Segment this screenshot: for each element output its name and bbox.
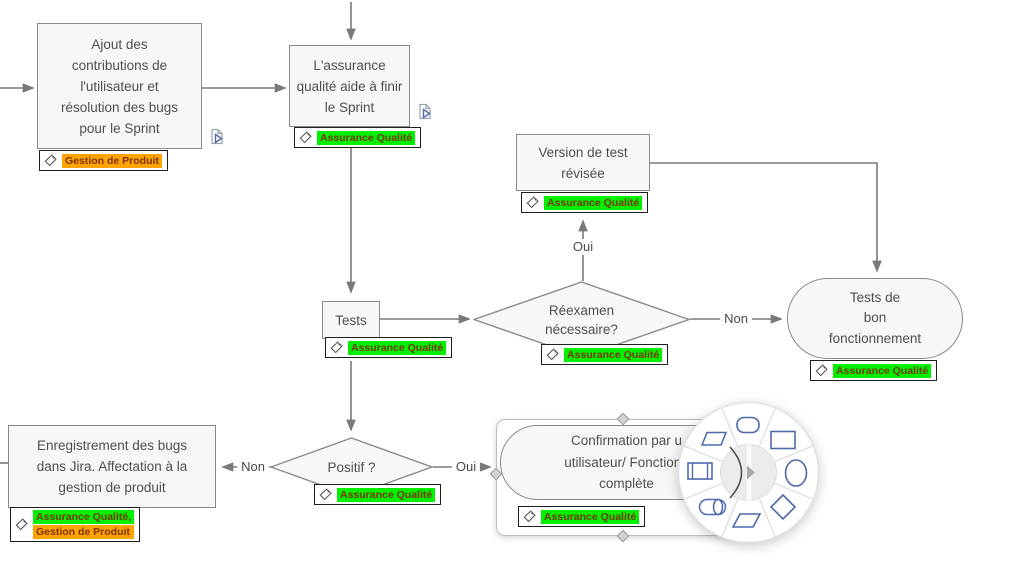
tag-chip-gestion-produit[interactable]: Gestion de Produit [39,150,168,171]
edge-label-non: Non [720,311,752,327]
tag-chip-assurance-qualite[interactable]: Assurance Qualité [810,360,938,381]
tag-chip-assurance-qualite[interactable]: Assurance Qualité [521,192,649,213]
node-label: L'assurance qualité aide à finir le Spri… [296,57,403,115]
quickshape-predefined-process-icon[interactable] [684,459,716,484]
tag-chip-assurance-qualite[interactable]: Assurance Qualité [541,344,669,365]
node-label-line: fonctionnement [828,330,922,346]
tag-chip-assurance-qualite[interactable]: Assurance Qualité [518,506,646,527]
quickshape-rounded-rectangle-icon[interactable] [733,413,763,437]
radial-menu-wheel [677,401,820,544]
node-tests[interactable]: Tests [322,301,380,339]
quickshape-ellipse-icon[interactable] [781,457,811,489]
node-label-line: Tests de [849,289,901,305]
tag-chip-assurance-qualite[interactable]: Assurance Qualité [325,337,453,358]
tag-label: Assurance Qualité [317,130,416,145]
tag-label: Assurance Qualité, [33,510,135,524]
tag-chip-assurance-gestion[interactable]: Assurance Qualité, Gestion de Produit [10,507,141,542]
quickshape-parallelogram-icon[interactable] [732,511,762,531]
quickshape-diamond-icon[interactable] [769,493,797,521]
tag-icon [815,364,828,377]
tag-label: Assurance Qualité [337,487,436,502]
node-assurance-sprint[interactable]: L'assurance qualité aide à finir le Spri… [289,45,410,127]
quickshape-rectangle-icon[interactable] [767,428,799,453]
tag-chip-assurance-qualite[interactable]: Assurance Qualité [314,484,442,505]
tag-label: Assurance Qualité [564,347,663,362]
node-label: Réexamen nécessaire? [545,302,618,337]
tag-label: Assurance Qualité [833,363,932,378]
quickshape-document-icon[interactable] [699,429,729,449]
hub-arrow-icon[interactable] [747,465,755,480]
edge-label-oui: Oui [451,459,481,475]
node-enregistrement-bugs[interactable]: Enregistrement des bugs dans Jira. Affec… [8,425,216,508]
node-label: Version de test révisée [538,144,628,181]
quickshape-direct-data-icon[interactable] [698,496,728,518]
node-label-line: Confirmation par u [570,433,683,449]
document-link-icon[interactable] [417,103,433,120]
node-tests-bon-fonctionnement[interactable]: Tests de bon fonctionnement [787,278,963,359]
node-label: Ajout des contributions de l'utilisateur… [60,36,179,136]
tag-icon [546,348,559,361]
document-link-icon[interactable] [209,128,225,145]
node-label-line: utilisateur/ Fonctionn [564,454,689,470]
node-label: Positif ? [327,459,376,475]
tag-icon [299,131,312,144]
tag-label: Assurance Qualité [348,340,447,355]
connector-version-testsbon [650,162,882,273]
tag-label: Gestion de Produit [33,525,135,539]
node-label-line: complète [599,476,654,492]
node-label-line: bon [863,310,887,326]
edge-label-oui: Oui [568,239,598,255]
tag-label: Gestion de Produit [62,153,162,168]
tag-chip-assurance-qualite[interactable]: Assurance Qualité [294,127,422,148]
tag-icon [15,518,28,531]
tag-icon [523,510,536,523]
node-version-test[interactable]: Version de test révisée [516,134,650,191]
tag-icon [319,488,332,501]
node-reexamen-decision[interactable]: Réexamen nécessaire? [473,281,690,358]
edge-label-non: Non [237,459,269,475]
tag-label: Assurance Qualité [544,195,643,210]
node-ajout-contributions[interactable]: Ajout des contributions de l'utilisateur… [37,23,202,149]
tag-icon [44,154,57,167]
node-positif-decision[interactable]: Positif ? [270,437,433,497]
tag-label: Assurance Qualité [541,509,640,524]
tag-icon [526,196,539,209]
tag-icon [330,341,343,354]
node-label: Tests [335,312,367,328]
quick-shapes-radial-menu[interactable] [677,401,820,544]
shape-edge-through-hub [729,446,743,499]
node-label: Enregistrement des bugs dans Jira. Affec… [36,438,188,495]
